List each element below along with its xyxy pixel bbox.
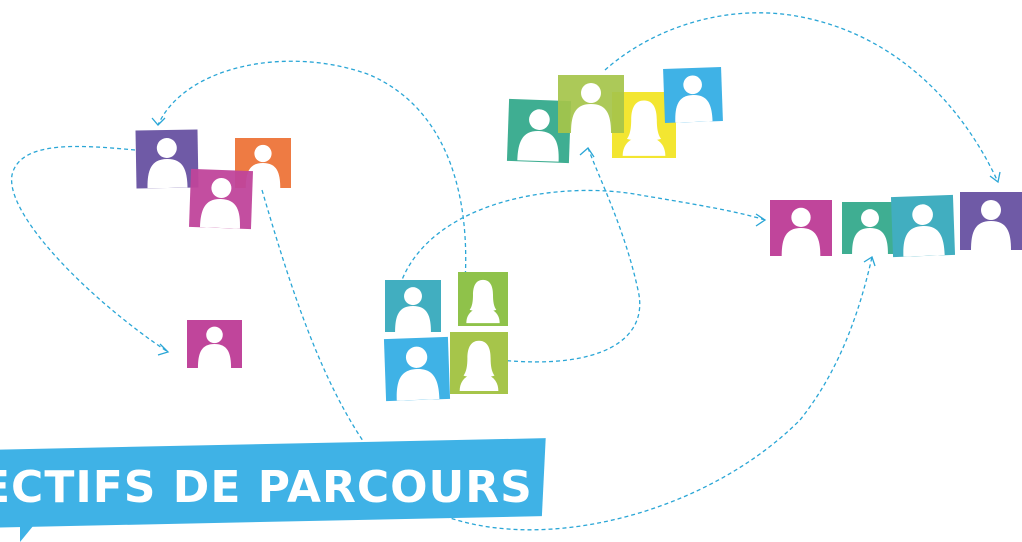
- avatar-sky-top: [663, 67, 723, 123]
- person-avatar-icon: [384, 337, 450, 401]
- arrow-head-icon: [863, 256, 876, 267]
- person-avatar-icon: [385, 280, 441, 332]
- avatar-teal-right: [842, 202, 898, 254]
- avatar-lime: [558, 75, 624, 133]
- person-avatar-icon: [458, 272, 508, 326]
- avatar-sky: [383, 336, 451, 402]
- arrow-head-icon: [157, 343, 170, 356]
- person-avatar-icon: [663, 67, 723, 123]
- arrow-head-icon: [989, 171, 1001, 184]
- avatar-green-woman: [458, 272, 508, 326]
- arrow-head-icon: [579, 147, 595, 158]
- avatar-magenta-small: [187, 320, 242, 368]
- avatar-purple-right: [960, 192, 1022, 250]
- arrow-head-icon: [151, 117, 166, 126]
- avatar-cyan: [385, 280, 441, 332]
- person-avatar-icon: [189, 169, 253, 229]
- person-avatar-icon: [842, 202, 898, 254]
- avatar-magenta: [189, 168, 253, 230]
- banner-title: ECTIFS DE PARCOURS: [0, 462, 533, 513]
- person-avatar-icon: [770, 200, 832, 256]
- person-avatar-icon: [135, 129, 198, 188]
- avatar-lime-woman: [450, 332, 508, 394]
- person-avatar-icon: [960, 192, 1022, 250]
- arrow-head-icon: [755, 213, 767, 227]
- avatar-cyan-right: [890, 194, 956, 258]
- person-avatar-icon: [891, 195, 955, 257]
- banner-tail: [20, 520, 38, 542]
- person-avatar-icon: [450, 332, 508, 394]
- avatar-purple: [135, 129, 199, 189]
- avatar-magenta-right: [770, 200, 832, 256]
- person-avatar-icon: [187, 320, 242, 368]
- person-avatar-icon: [558, 75, 624, 133]
